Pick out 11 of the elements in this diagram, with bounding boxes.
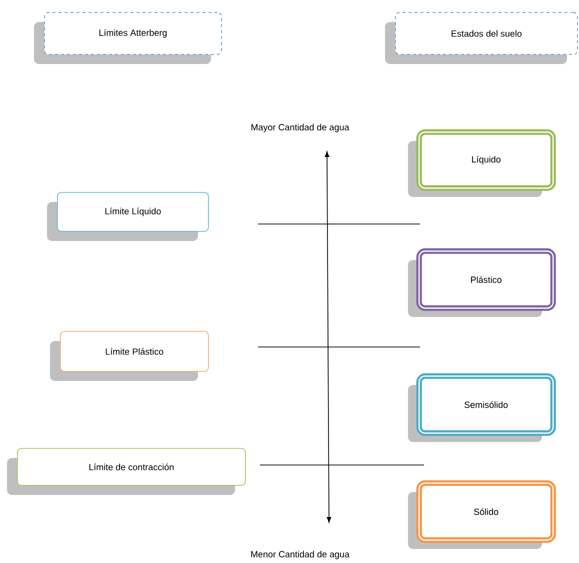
state-box: Sólido bbox=[408, 480, 556, 549]
limit-box: Límite Plástico bbox=[50, 331, 209, 381]
axis-label: Menor Cantidad de agua bbox=[251, 550, 350, 560]
limit-box: Límite Líquido bbox=[47, 192, 209, 241]
state-box: Plástico bbox=[408, 248, 556, 317]
heading-box: Límites Atterberg bbox=[34, 12, 222, 64]
state-box: Semisólido bbox=[408, 373, 556, 442]
axis-label: Mayor Cantidad de agua bbox=[251, 124, 350, 132]
limit-box: Límite de contracción bbox=[7, 448, 246, 495]
heading-box: Estados del suelo bbox=[385, 12, 578, 64]
state-box: Líquido bbox=[408, 129, 556, 197]
